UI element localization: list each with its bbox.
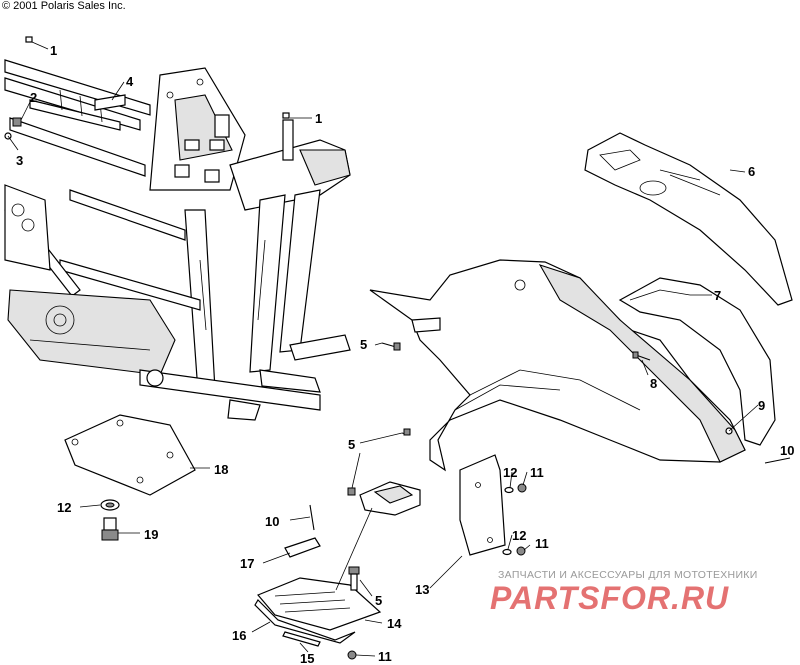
frame-assembly	[4, 59, 351, 421]
callout-12-b: 12	[512, 528, 526, 543]
callout-1-right: 1	[315, 111, 322, 126]
callout-4: 4	[126, 74, 134, 89]
part-2-nut	[12, 117, 22, 127]
copyright-notice: © 2001 Polaris Sales Inc.	[2, 0, 126, 12]
front-fender-7	[618, 277, 776, 446]
callout-2: 2	[30, 90, 37, 105]
callout-11-b: 11	[535, 536, 549, 551]
callout-19: 19	[144, 527, 158, 542]
callout-9: 9	[758, 398, 765, 413]
part-15-strip	[282, 631, 321, 647]
part-3-screw	[4, 132, 12, 140]
callout-10-right: 10	[780, 443, 794, 458]
part-1-clip-b	[282, 112, 290, 119]
part-10-screw-bottom	[309, 504, 315, 531]
callout-6: 6	[748, 164, 755, 179]
part-17-clip	[284, 537, 321, 558]
skid-plate-18	[64, 414, 196, 496]
part-5-screw-b	[401, 428, 411, 436]
callout-12-left: 12	[57, 500, 71, 515]
front-body-panel	[369, 259, 746, 472]
callout-14: 14	[387, 616, 402, 631]
part-5-screw-a	[381, 342, 401, 351]
callout-11-a: 11	[530, 465, 544, 480]
callout-10-bottom: 10	[265, 514, 279, 529]
part-12-washer	[100, 499, 120, 511]
tank-cover-6	[584, 132, 793, 306]
callout-1-top: 1	[50, 43, 57, 58]
callout-18: 18	[214, 462, 228, 477]
callout-15: 15	[300, 651, 314, 665]
part-12-washer-a	[504, 486, 514, 494]
footrest-14	[257, 577, 382, 631]
callout-13: 13	[415, 582, 429, 597]
callout-17: 17	[240, 556, 254, 571]
callout-5-flap: 5	[348, 437, 355, 452]
part-5-screw-c	[347, 487, 356, 496]
part-8-screw	[632, 351, 651, 361]
callout-5-body: 5	[360, 337, 367, 352]
footrest-16	[254, 599, 356, 644]
leader-lines	[7, 41, 759, 657]
callout-5-bottom: 5	[375, 593, 382, 608]
part-1-clip	[25, 36, 33, 43]
part-4-bracket	[94, 94, 126, 111]
part-10-screw-right	[764, 457, 791, 464]
part-5-bolt-bottom	[348, 566, 360, 591]
watermark-tagline: ЗАПЧАСТИ И АКСЕССУАРЫ ДЛЯ МОТОТЕХНИКИ	[498, 569, 758, 581]
callout-11-c: 11	[378, 649, 392, 664]
part-19-screw	[101, 517, 119, 541]
callout-16: 16	[232, 628, 246, 643]
callout-3: 3	[16, 153, 23, 168]
part-12-washer-b	[502, 548, 512, 556]
mud-flap-13	[459, 454, 506, 556]
watermark-logo: PARTSFOR.RU	[490, 580, 730, 616]
part-11-nut-b	[516, 546, 526, 556]
callout-8: 8	[650, 376, 657, 391]
callout-7: 7	[714, 288, 721, 303]
part-11-nut-c	[347, 650, 357, 660]
footrest-bracket	[359, 481, 421, 516]
callout-12-a: 12	[503, 465, 517, 480]
part-11-nut-a	[517, 483, 527, 493]
